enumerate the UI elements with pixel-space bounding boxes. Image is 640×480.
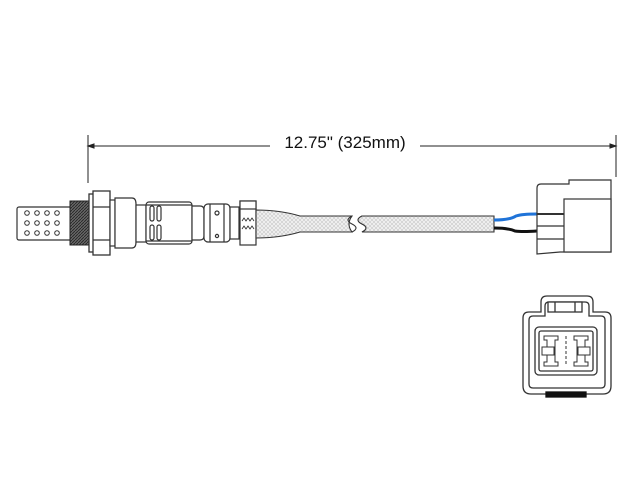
wire-blue [493, 212, 538, 222]
length-dimension-label: 12.75" (325mm) [270, 133, 420, 153]
dimension-line [86, 135, 618, 183]
hex-nut [88, 190, 111, 256]
wire-black [493, 226, 538, 233]
sensor-tip [16, 206, 74, 241]
connector-side-view [536, 179, 612, 255]
sensor-thread [69, 200, 90, 246]
connector-face-view [522, 295, 612, 398]
braided-cable-right [357, 215, 495, 233]
braided-cable-left [255, 209, 354, 239]
sensor-body [109, 197, 257, 249]
